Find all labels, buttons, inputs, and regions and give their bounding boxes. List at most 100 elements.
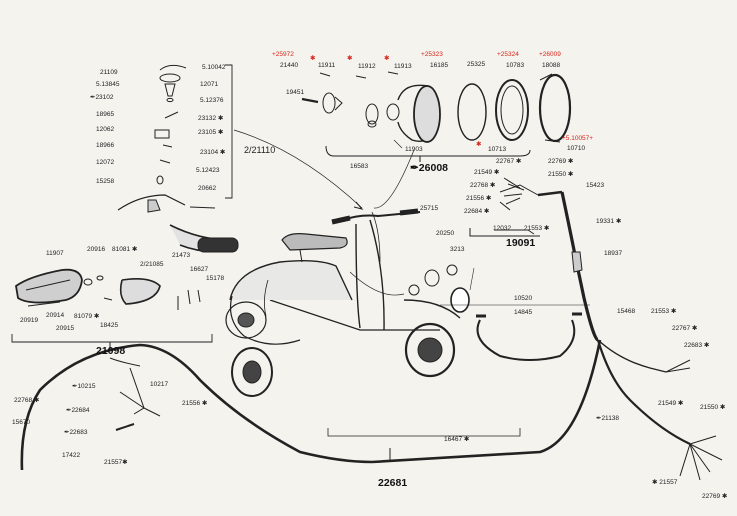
part-512423-label: 5.12423: [196, 167, 220, 174]
part-12062-label: 12062: [96, 126, 115, 133]
part-23104-label: 23104 ✱: [200, 149, 226, 156]
part-11903-label: 11903: [405, 146, 423, 153]
part-22769b-label: 22769 ✱: [702, 493, 728, 500]
part-21556b-label: 21556 ✱: [182, 400, 208, 407]
part-25325-label: 25325: [467, 61, 486, 68]
part-212108-label: 2/21085: [140, 261, 164, 268]
part-11907-label: 11907: [46, 250, 64, 257]
part-11913-label: 11913: [394, 63, 412, 70]
part-11911-label: 11911: [318, 62, 336, 69]
part-22768b-label: 22768 ✱: [14, 397, 40, 404]
part-22684b-label: ✒22684: [66, 407, 90, 414]
part-81081-label: 81081 ✱: [112, 246, 138, 253]
part-20916-label: 20916: [87, 246, 106, 253]
part-23105-label: 23105 ✱: [198, 129, 224, 136]
part-22683c-label: ✒22683: [64, 429, 88, 436]
part-15423-label: 15423: [586, 182, 605, 189]
part-15468-label: 15468: [617, 308, 636, 315]
part-513845-label: 5.13845: [96, 81, 120, 88]
part-11912-label: 11912: [358, 63, 376, 70]
scooter-body: [225, 208, 470, 397]
star-marker: ✱: [384, 55, 390, 62]
part-12072-label: 12072: [96, 159, 115, 166]
part-21557c-label: ✱ 21557: [652, 479, 678, 486]
part-16583-label: 16583: [350, 163, 369, 170]
part-16185-label: 16185: [430, 62, 449, 69]
part-20250-label: 20250: [436, 230, 455, 237]
part-19091-label: 19091: [506, 237, 536, 249]
star-marker: ✱: [347, 55, 353, 62]
part-512376-label: 5.12376: [200, 97, 224, 104]
star-marker: ✱: [476, 141, 482, 148]
part-3213-label: 3213: [450, 246, 465, 253]
switch-assembly: [117, 64, 239, 253]
part-18937-label: 18937: [604, 250, 623, 257]
part-20915-label: 20915: [56, 325, 75, 332]
part-21550-label: 21550 ✱: [548, 171, 574, 178]
part-15258-label: 15258: [96, 178, 115, 185]
part-15670-label: 15670: [12, 419, 31, 426]
star-marker: ✱: [310, 55, 316, 62]
part-22767-label: 22767 ✱: [496, 158, 522, 165]
part-22769-label: 22769 ✱: [548, 158, 574, 165]
cable-22681: [20, 339, 602, 471]
part-18965-label: 18965: [96, 111, 115, 118]
part-26008-label: ✒26008: [410, 162, 448, 174]
part-21440-label: 21440: [280, 62, 299, 69]
part-17422-label: 17422: [62, 452, 81, 459]
part-21138-label: ✒21138: [596, 415, 620, 422]
part-22767b-label: 22767 ✱: [672, 325, 698, 332]
part-10710-label: 10710: [567, 145, 586, 152]
part-22683b-label: 22683 ✱: [684, 342, 710, 349]
part-15178-label: 15178: [206, 275, 225, 282]
part-12071-label: 12071: [200, 81, 219, 88]
main-cable: [560, 191, 723, 481]
part-23132-label: 23132 ✱: [198, 115, 224, 122]
part-21098-label: 21098: [96, 345, 126, 357]
part-10217-label: 10217: [150, 381, 169, 388]
part-21553-label: 21553 ✱: [524, 225, 550, 232]
part-25972-label: +25972: [272, 51, 294, 58]
part-23102-label: ✒23102: [90, 94, 114, 101]
part-10713-label: 10713: [488, 146, 507, 153]
part-25323-label: +25323: [421, 51, 443, 58]
part-22681-label: 22681: [378, 477, 408, 489]
tail-light-assembly: [15, 268, 201, 310]
part-21553b-label: 21553 ✱: [651, 308, 677, 315]
part-10215-label: ✒10215: [72, 383, 96, 390]
part-26009-label: +26009: [539, 51, 561, 58]
part-21109-label: 21109: [100, 69, 118, 76]
part-20914-label: 20914: [46, 312, 65, 319]
part-18088-label: 18088: [542, 62, 561, 69]
part-510042-label: 5.10042: [202, 64, 226, 71]
tube-14845: [440, 304, 590, 361]
part-10783-label: 10783: [506, 62, 525, 69]
part-19331-label: 19331 ✱: [596, 218, 622, 225]
part-16627-label: 16627: [190, 266, 209, 273]
part-22768-label: 22768 ✱: [470, 182, 496, 189]
part-18966-label: 18966: [96, 142, 115, 149]
part-10057-label: +5.10057+: [562, 135, 594, 142]
part-25715-label: 25715: [420, 205, 439, 212]
part-18425-label: 18425: [100, 322, 119, 329]
part-20662-label: 20662: [198, 185, 217, 192]
part-21549-label: 21549 ✱: [474, 169, 500, 176]
part-16467-label: 16467 ✱: [444, 436, 470, 443]
part-19451-label: 19451: [286, 89, 305, 96]
part-21556-label: 21556 ✱: [466, 195, 492, 202]
part-81079-label: 81079 ✱: [74, 313, 100, 320]
part-12032-label: 12032: [493, 225, 512, 232]
part-22684-label: 22684 ✱: [464, 208, 490, 215]
part-25324-label: +25324: [497, 51, 519, 58]
headlamp-assembly: [301, 71, 572, 162]
part-20919-label: 20919: [20, 317, 39, 324]
part-21557b-label: 21557✱: [104, 459, 128, 466]
part-10520-label: 10520: [514, 295, 533, 302]
part-221110-label: 2/21110: [244, 145, 276, 155]
part-14845-label: 14845: [514, 309, 533, 316]
part-21473-label: 21473: [172, 252, 191, 259]
harness-19091: [469, 177, 563, 237]
part-21549b-label: 21549 ✱: [658, 400, 684, 407]
